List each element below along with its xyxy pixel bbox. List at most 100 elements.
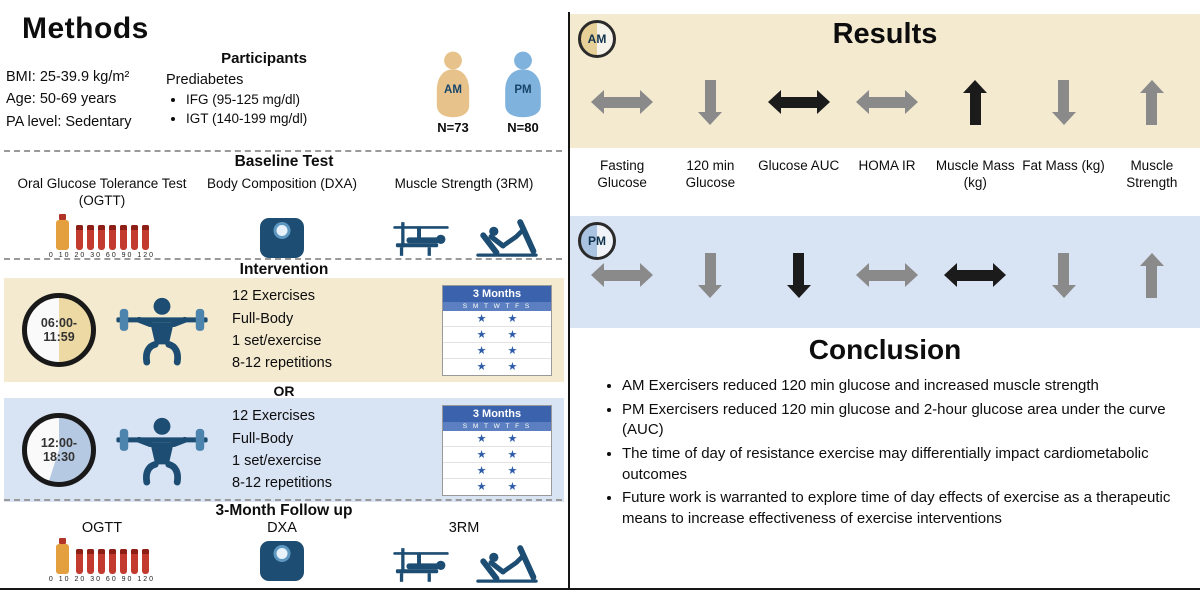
session-star-icon: ★	[476, 360, 487, 373]
glucose-drink-icon	[55, 538, 69, 574]
calendar-grid: ★★ ★★ ★★ ★★	[443, 431, 551, 495]
calendar-day-letters: S M T W T F S	[443, 421, 551, 431]
am-n-count: N=73	[437, 120, 469, 135]
participants-info: Participants Prediabetes IFG (95-125 mg/…	[158, 50, 370, 135]
results-panel: AM Results Fasting Glucose 120 min Gluco…	[570, 0, 1200, 594]
calendar-grid: ★★ ★★ ★★ ★★	[443, 311, 551, 375]
detail-reps: 8-12 repetitions	[232, 355, 332, 372]
am-arrow-homa-ir	[868, 96, 905, 108]
bench-press-icon	[393, 222, 449, 256]
am-arrow-fat-mass	[1058, 79, 1070, 112]
am-120min-glucose-cell	[666, 62, 754, 142]
outcome-label-muscle-strength: Muscle Strength	[1126, 158, 1178, 190]
conclusion-bullet-future: Future work is warranted to explore time…	[622, 488, 1180, 529]
calendar-week-row: ★★	[443, 447, 551, 463]
pm-results-band: PM	[570, 216, 1200, 328]
blood-vial-icon	[130, 549, 138, 574]
calendar-week-row: ★★	[443, 479, 551, 495]
blood-vial-icon	[108, 225, 116, 250]
pm-arrow-muscle-mass	[957, 269, 994, 281]
session-star-icon: ★	[476, 480, 487, 493]
results-title: Results	[832, 18, 938, 50]
pm-homa-ir-cell	[843, 228, 931, 322]
methods-title: Methods	[22, 12, 149, 45]
igt-item: IGT (140-199 mg/dl)	[186, 110, 370, 129]
pm-person-icon	[505, 51, 541, 118]
blood-vial-icon	[75, 225, 83, 250]
pm-exercise-details: 12 Exercises Full-Body 1 set/exercise 8-…	[232, 405, 382, 495]
calendar-week-row: ★★	[443, 311, 551, 327]
participants-heading: Participants	[221, 50, 307, 67]
session-star-icon: ★	[507, 328, 518, 341]
detail-fullbody: Full-Body	[232, 430, 294, 447]
session-star-icon: ★	[507, 344, 518, 357]
blood-vial-icon	[119, 225, 127, 250]
outcome-label-fasting-glucose: Fasting Glucose	[597, 158, 647, 190]
methods-panel: Methods BMI: 25-39.9 kg/m² Age: 50-69 ye…	[0, 0, 568, 594]
criteria-bmi: BMI: 25-39.9 kg/m²	[6, 69, 130, 85]
criteria-pa-level: PA level: Sedentary	[6, 113, 132, 130]
baseline-tests: Oral Glucose Tolerance Test (OGTT) 0 10 …	[4, 176, 564, 260]
blood-vial-icon	[119, 549, 127, 574]
am-arrow-muscle-strength	[1146, 92, 1158, 125]
pm-fasting-glucose-cell	[578, 228, 666, 322]
followup-tests: OGTT 0 10 20 30 60 90 120 DXA 3RM	[4, 520, 564, 586]
detail-exercises: 12 Exercises	[232, 408, 316, 425]
session-star-icon: ★	[476, 344, 487, 357]
detail-reps: 8-12 repetitions	[232, 475, 332, 492]
am-muscle-strength-cell	[1108, 62, 1196, 142]
session-star-icon: ★	[507, 480, 518, 493]
session-star-icon: ★	[476, 464, 487, 477]
calendar-week-row: ★★	[443, 343, 551, 359]
am-results-band: AM Results	[570, 14, 1200, 148]
ogtt-timepoints: 0 10 20 30 60 90 120	[48, 252, 156, 259]
scale-dial	[273, 222, 291, 239]
session-star-icon: ★	[507, 448, 518, 461]
section-divider	[4, 258, 562, 260]
bottom-border	[0, 588, 1200, 590]
calendar-week-row: ★★	[443, 327, 551, 343]
followup-ogtt-label: OGTT	[81, 520, 123, 536]
section-divider	[4, 150, 562, 152]
followup-dxa: DXA	[200, 520, 364, 586]
pm-person-label: PM	[514, 84, 532, 96]
calendar-week-row: ★★	[443, 359, 551, 375]
pm-intervention: 12:00-18:30 12 Exercises Full-Body 1 set…	[4, 398, 564, 502]
pm-120min-glucose-cell	[666, 228, 754, 322]
pm-n-count: N=80	[507, 120, 539, 135]
panel-divider	[568, 12, 570, 588]
calendar-week-row: ★★	[443, 463, 551, 479]
am-badge: AM	[578, 20, 616, 58]
glucose-drink-icon	[55, 214, 69, 250]
followup-dxa-label: DXA	[267, 520, 297, 536]
pm-glucose-auc-cell	[755, 228, 843, 322]
strength-label: Muscle Strength (3RM)	[394, 176, 534, 191]
weightlifter-icon	[116, 297, 208, 366]
strength-icons	[364, 542, 564, 586]
am-person-label: AM	[444, 84, 462, 96]
ogtt-timepoints: 0 10 20 30 60 90 120	[48, 576, 156, 583]
section-divider	[4, 499, 562, 501]
body-scale-icon	[260, 541, 304, 581]
am-arrow-120min-glucose	[704, 79, 716, 112]
conclusion-bullet-am: AM Exercisers reduced 120 min glucose an…	[622, 376, 1180, 397]
am-calendar: 3 Months S M T W T F S ★★ ★★ ★★ ★★	[442, 284, 552, 376]
blood-vial-icon	[130, 225, 138, 250]
conclusion-list: AM Exercisers reduced 120 min glucose an…	[622, 376, 1180, 530]
am-exercise-details: 12 Exercises Full-Body 1 set/exercise 8-…	[232, 285, 382, 375]
blood-vial-icon	[86, 549, 94, 574]
detail-sets: 1 set/exercise	[232, 333, 322, 349]
baseline-heading: Baseline Test	[234, 153, 334, 170]
pm-arrow-homa-ir	[868, 269, 905, 281]
conclusion-bullet-pm: PM Exercisers reduced 120 min glucose an…	[622, 400, 1180, 441]
blood-vial-icon	[141, 549, 149, 574]
prediabetes-criteria-list: IFG (95-125 mg/dl) IGT (140-199 mg/dl)	[186, 91, 370, 129]
ogtt-label: Oral Glucose Tolerance Test (OGTT)	[17, 176, 187, 208]
am-arrow-glucose-auc	[780, 96, 817, 108]
outcome-label-glucose-auc: Glucose AUC	[758, 158, 840, 173]
ifg-item: IFG (95-125 mg/dl)	[186, 91, 370, 110]
pm-fat-mass-cell	[1019, 228, 1107, 322]
blood-vial-icon	[97, 549, 105, 574]
detail-fullbody: Full-Body	[232, 310, 294, 327]
